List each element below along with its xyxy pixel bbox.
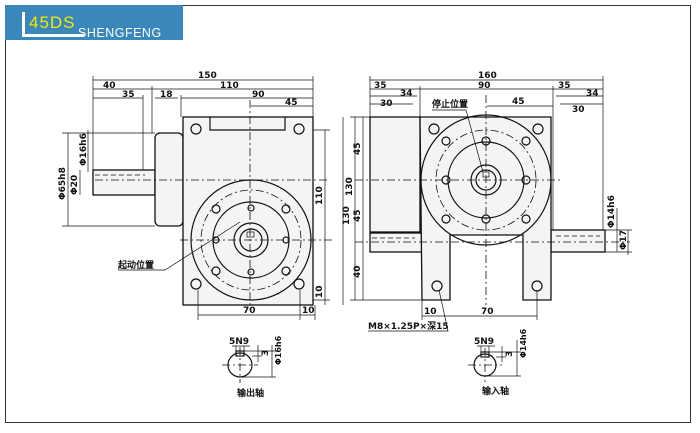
output-key-width: 5N9: [229, 337, 249, 347]
output-shaft-label: 输出轴: [237, 387, 264, 399]
start-position-label: 起动位置: [117, 259, 154, 271]
left-view: 150 40 110 35 18 90 45 110 10 130 Φ65h8 …: [58, 71, 352, 320]
dim-130-vertical: 130: [342, 206, 352, 225]
input-shaft-right: [550, 229, 606, 253]
dim-70-bottom: 70: [481, 307, 494, 317]
input-shaft-diameter: Φ14h6: [519, 328, 528, 358]
motor-block: [369, 116, 421, 233]
output-shaft-body: [92, 169, 156, 196]
title-banner: 45DS: [5, 5, 183, 40]
dim-160: 160: [478, 71, 497, 81]
dim-35-right: 35: [558, 81, 571, 91]
output-shaft-section: 5N9 3 Φ16h6 输出轴: [222, 335, 283, 399]
dim-45-upper: 45: [353, 142, 363, 155]
dim-90: 90: [478, 81, 491, 91]
dim-130-vertical: 130: [345, 177, 355, 196]
dim-70-bottom: 70: [243, 306, 256, 316]
stop-position-label: 停止位置: [432, 98, 468, 110]
dim-30-left: 30: [380, 99, 393, 109]
input-key-depth: 3: [505, 351, 515, 357]
dim-10-vertical: 10: [315, 285, 325, 298]
dim-10-bottom: 10: [302, 306, 315, 316]
model-name: 45DS: [22, 12, 84, 37]
dim-phi65h8: Φ65h8: [58, 167, 68, 200]
main-plate: [182, 116, 314, 306]
dim-10-bottom: 10: [424, 307, 437, 317]
dim-40: 40: [103, 81, 116, 91]
dim-34-right: 34: [586, 89, 599, 99]
thread-note: M8×1.25P×深15: [368, 320, 449, 332]
dim-34-left: 34: [400, 89, 413, 99]
dim-90: 90: [252, 90, 265, 100]
dim-40: 40: [353, 265, 363, 278]
input-shaft-label: 输入轴: [482, 385, 509, 397]
dim-phi20: Φ20: [70, 175, 80, 195]
input-shaft-section: 5N9 3 Φ14h6 输入轴: [468, 328, 528, 397]
dim-110-vertical: 110: [315, 186, 325, 205]
dim-45-lower: 45: [353, 209, 363, 222]
dim-phi14h6: Φ14h6: [607, 195, 617, 228]
dim-45: 45: [285, 98, 298, 108]
sheet-frame: [5, 5, 691, 423]
dim-45: 45: [512, 97, 525, 107]
input-key-width: 5N9: [474, 337, 494, 347]
dim-18: 18: [160, 90, 173, 100]
output-key-depth: 3: [261, 350, 271, 356]
output-shaft-diameter: Φ16h6: [274, 335, 283, 365]
dim-35-left: 35: [374, 81, 387, 91]
dim-phi16h6: Φ16h6: [79, 133, 89, 166]
dim-35: 35: [122, 90, 135, 100]
dim-150: 150: [198, 71, 217, 81]
motor-housing: [154, 132, 184, 227]
input-shaft-left: [369, 232, 423, 253]
dim-30-right: 30: [572, 105, 585, 115]
brand-name: SHENGFENG: [78, 26, 162, 40]
right-view: 160 35 90 35 34 34 30 45 30 130 45 45 40…: [345, 71, 632, 332]
dim-phi17: Φ17: [619, 230, 629, 250]
dim-110: 110: [220, 81, 239, 91]
